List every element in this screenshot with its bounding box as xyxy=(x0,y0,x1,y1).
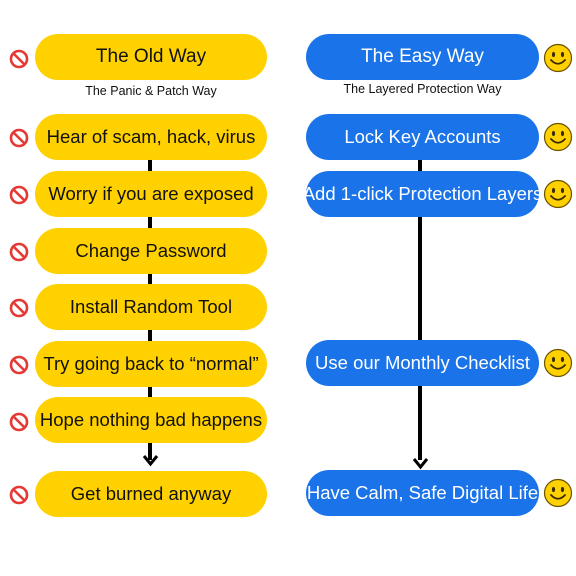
easy-way-arrowhead xyxy=(412,458,429,470)
old-way-subtitle: The Panic & Patch Way xyxy=(85,84,217,98)
no-entry-icon xyxy=(9,128,29,148)
old-way-step-6: Hope nothing bad happens xyxy=(35,397,267,443)
easy-way-connector xyxy=(418,214,422,364)
no-entry-icon xyxy=(9,242,29,262)
old-way-step-2: Worry if you are exposed xyxy=(35,171,267,217)
smiley-icon xyxy=(543,179,573,209)
smiley-icon xyxy=(543,478,573,508)
smiley-icon xyxy=(543,43,573,73)
no-entry-icon xyxy=(9,485,29,505)
no-entry-icon xyxy=(9,185,29,205)
old-way-step-1: Hear of scam, hack, virus xyxy=(35,114,267,160)
easy-way-step-2: Add 1-click Protection Layers xyxy=(303,171,542,217)
smiley-icon xyxy=(543,348,573,378)
old-way-step-3: Change Password xyxy=(35,228,267,274)
old-way-title: The Old Way xyxy=(35,34,267,80)
easy-way-step-3: Use our Monthly Checklist xyxy=(306,340,539,386)
easy-way-subtitle: The Layered Protection Way xyxy=(343,82,502,96)
easy-way-connector-bottom xyxy=(418,384,422,460)
old-way-arrowhead xyxy=(142,455,159,467)
old-way-step-4: Install Random Tool xyxy=(35,284,267,330)
no-entry-icon xyxy=(9,298,29,318)
old-way-step-5: Try going back to “normal” xyxy=(35,341,267,387)
old-way-step-7: Get burned anyway xyxy=(35,471,267,517)
easy-way-step-4: Have Calm, Safe Digital Life xyxy=(306,470,539,516)
easy-way-title: The Easy Way xyxy=(306,34,539,80)
no-entry-icon xyxy=(9,49,29,69)
easy-way-step-1: Lock Key Accounts xyxy=(306,114,539,160)
no-entry-icon xyxy=(9,355,29,375)
no-entry-icon xyxy=(9,412,29,432)
smiley-icon xyxy=(543,122,573,152)
